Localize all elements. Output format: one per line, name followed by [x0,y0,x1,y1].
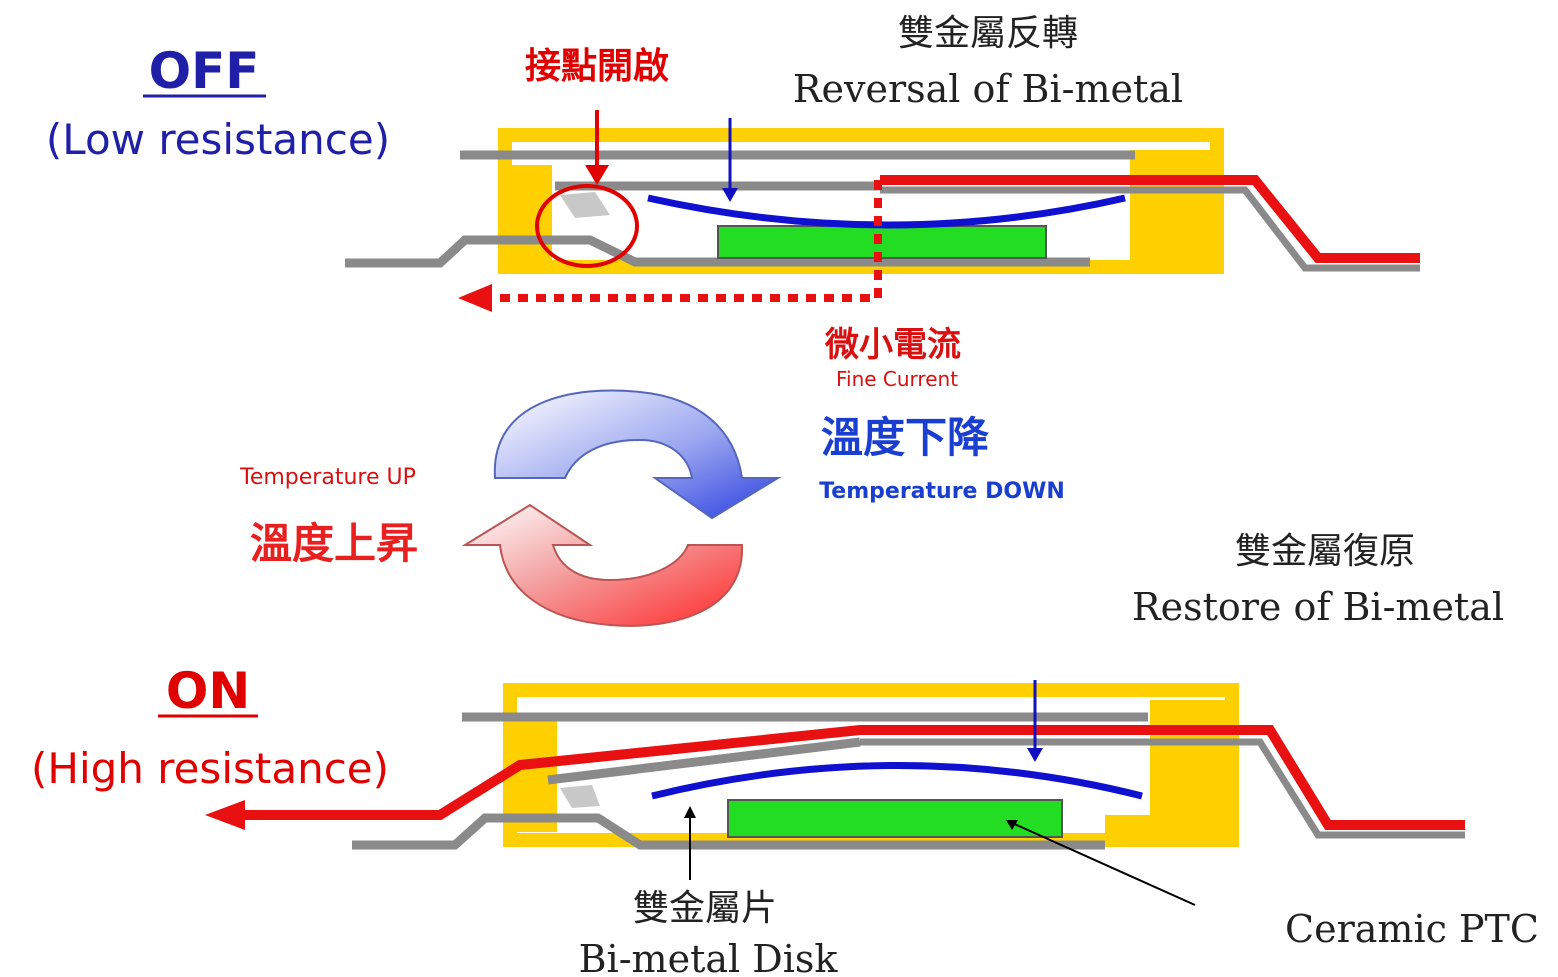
reversal-label-zh: 雙金屬反轉 [898,13,1078,54]
on-bimetal-disk [651,762,1143,800]
on-bottom-plate [352,813,1105,850]
restore-label-zh: 雙金屬復原 [1235,531,1415,572]
restore-label-en: Restore of Bi-metal [1132,585,1504,629]
off-current-path [880,175,1420,263]
cooling-arrow-icon [493,389,782,520]
off-bimetal-disk [647,194,1126,229]
off-bottom-plate [345,235,1090,268]
off-housing [498,128,1224,274]
fine-current-en: Fine Current [836,367,958,391]
on-housing [503,683,1239,847]
contact-pointer-arrow-icon [585,165,609,185]
temp-up-en: Temperature UP [239,465,416,490]
temp-down-zh: 溫度下降 [821,413,989,462]
fine-current-zh: 微小電流 [824,325,961,365]
on-subtitle: (High resistance) [31,744,389,793]
on-current-arrow-icon [205,800,245,830]
reversal-arrow-icon [722,188,738,202]
on-current-path [240,725,1465,830]
temperature-cycle [461,389,782,627]
on-ceramic-ptc [727,799,1063,838]
on-title: ON [166,662,250,720]
on-state-diagram [205,680,1465,906]
off-title: OFF [149,42,260,100]
fine-current-dashed-path [490,180,882,302]
off-subtitle: (Low resistance) [46,115,390,164]
temp-down-en: Temperature DOWN [819,479,1065,504]
disk-label-zh: 雙金屬片 [633,888,777,929]
fine-current-arrow-icon [458,284,492,312]
temp-up-zh: 溫度上昇 [250,519,418,568]
restore-arrow-icon [1027,748,1043,762]
heating-arrow-icon [461,503,744,627]
off-state-diagram [345,110,1420,312]
ptc-pointer-line [1009,821,1196,906]
contact-open-label: 接點開啟 [525,46,669,87]
disk-label-en: Bi-metal Disk [579,937,839,977]
contact-open-circle [535,184,639,268]
reversal-label-en: Reversal of Bi-metal [793,67,1183,111]
ptc-label: Ceramic PTC [1285,907,1539,951]
